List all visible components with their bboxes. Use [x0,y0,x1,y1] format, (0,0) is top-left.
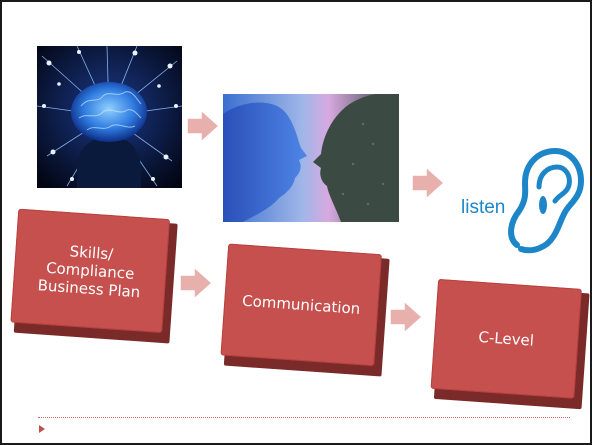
c-level-box: C-Level [430,278,590,410]
chevron-arrow-icon [178,265,214,305]
skills-compliance-box: Skills/ Compliance Business Plan [10,208,178,344]
box-front: C-Level [430,278,582,399]
triangle-bullet-icon [39,425,45,433]
two-faces-whisper-icon [223,93,399,222]
box-label-skills: Skills/ Compliance Business Plan [37,242,141,302]
chevron-arrow-icon [185,108,221,148]
box-label-c-level: C-Level [477,327,535,350]
box-front: Communication [220,243,382,367]
chevron-arrow-icon [410,165,446,205]
communication-box: Communication [220,243,390,377]
footer-rule [38,417,570,418]
box-front: Skills/ Compliance Business Plan [10,208,171,333]
ear-listen-icon: listen [455,137,585,262]
box-label-communication: Communication [241,291,361,318]
ear-caption: listen [461,197,505,218]
brain-network-icon [36,45,183,188]
chevron-arrow-icon [388,299,424,339]
